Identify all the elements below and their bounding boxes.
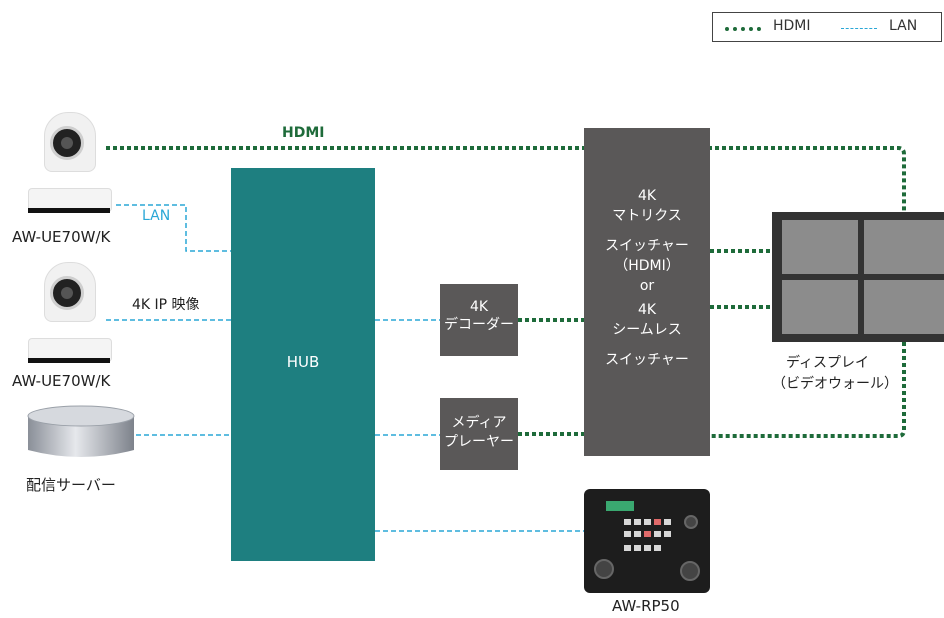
- remote-controller-icon: [584, 489, 710, 593]
- media-player-line: メディア: [451, 415, 507, 431]
- switcher-line: シームレス: [612, 322, 682, 338]
- switcher-line: マトリクス: [612, 208, 682, 224]
- switcher-line: or: [639, 278, 655, 294]
- controller-label: AW-RP50: [612, 597, 680, 615]
- media-player-box: メディア プレーヤー: [440, 398, 518, 470]
- ip-video-label: 4K IP 映像: [132, 297, 200, 313]
- switcher-line: （HDMI）: [614, 258, 680, 274]
- switcher-box: 4K マトリクス スイッチャー （HDMI） or 4K シームレス スイッチャ…: [584, 128, 710, 456]
- switcher-line: スイッチャー: [605, 238, 689, 254]
- ptz-camera-icon: [28, 112, 112, 220]
- hub-label: HUB: [286, 353, 320, 371]
- decoder-line: 4K: [469, 299, 489, 315]
- decoder-box: 4K デコーダー: [440, 284, 518, 356]
- legend: HDMI LAN: [712, 12, 942, 42]
- video-wall-icon: [772, 212, 944, 342]
- display-label: ディスプレイ: [786, 355, 870, 371]
- server-icon: [27, 405, 135, 457]
- hub-box: HUB: [231, 168, 375, 561]
- camera1-label: AW-UE70W/K: [12, 228, 111, 246]
- decoder-line: デコーダー: [444, 317, 514, 333]
- ptz-camera-icon: [28, 262, 112, 370]
- hdmi-wall-return: [710, 342, 906, 438]
- switcher-line: スイッチャー: [605, 352, 689, 368]
- switcher-line: 4K: [637, 188, 657, 204]
- switcher-line: 4K: [637, 302, 657, 318]
- display-sub-label: （ビデオウォール）: [772, 376, 898, 392]
- hdmi-line-label: HDMI: [282, 125, 325, 141]
- hdmi-camera-to-wall: [106, 146, 906, 212]
- lan-line-label: LAN: [142, 208, 171, 224]
- legend-hdmi-swatch: [725, 27, 761, 31]
- legend-lan-swatch: [841, 28, 877, 29]
- media-player-line: プレーヤー: [444, 434, 514, 450]
- legend-hdmi-label: HDMI: [773, 18, 811, 34]
- camera2-label: AW-UE70W/K: [12, 372, 111, 390]
- lan-camera1-to-hub: [116, 204, 231, 252]
- server-label: 配信サーバー: [26, 476, 116, 494]
- legend-lan-label: LAN: [889, 18, 918, 34]
